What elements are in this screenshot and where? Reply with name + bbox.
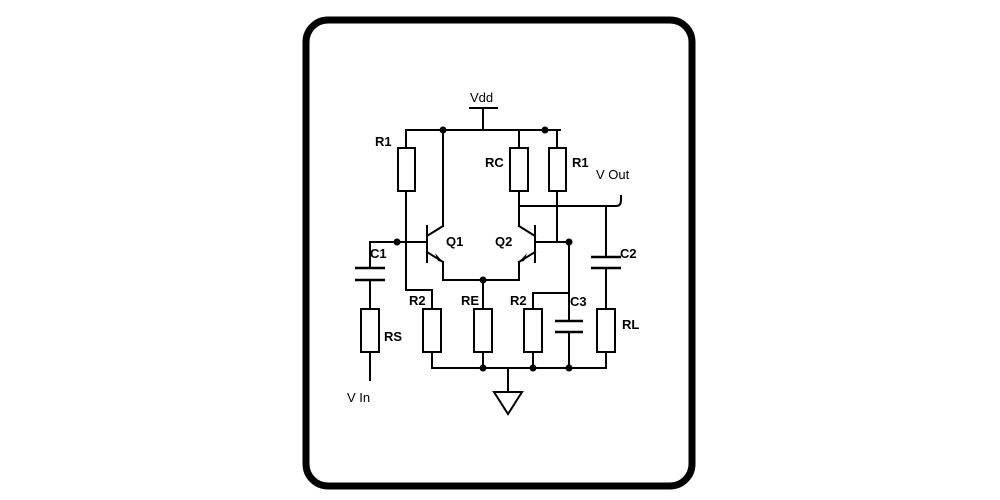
transistor-q2 [517, 224, 537, 281]
label-vout: V Out [596, 167, 630, 182]
vdd-terminal [469, 107, 498, 131]
resistor-r1-right [548, 129, 567, 243]
resistor-r1-left [397, 129, 416, 243]
label-rs: RS [384, 329, 402, 344]
junction-dot [393, 238, 401, 246]
resistor-rl [596, 308, 616, 369]
junction-dot [529, 364, 537, 372]
junction-dot [479, 364, 487, 372]
label-re: RE [461, 293, 479, 308]
diagram-frame [302, 16, 696, 490]
label-r1-left: R1 [375, 134, 392, 149]
label-vdd: Vdd [470, 90, 493, 105]
junction-dot [541, 126, 549, 134]
label-r1-right: R1 [572, 155, 589, 170]
ground-icon [492, 367, 524, 416]
capacitor-c1 [355, 241, 385, 310]
label-c2: C2 [620, 246, 637, 261]
resistor-r2-right [523, 241, 570, 369]
label-q1: Q1 [446, 234, 463, 249]
label-rc: RC [485, 155, 504, 170]
label-c3: C3 [570, 294, 587, 309]
label-q2: Q2 [495, 234, 512, 249]
resistor-rs [360, 308, 380, 381]
label-c1: C1 [370, 246, 387, 261]
resistor-re [473, 279, 493, 369]
label-vin: V In [347, 390, 370, 405]
transistor-q1 [425, 224, 445, 281]
capacitor-c3 [555, 292, 583, 369]
label-r2-left: R2 [409, 293, 426, 308]
label-r2-right: R2 [510, 293, 527, 308]
label-rl: RL [622, 317, 639, 332]
resistor-r2-left [405, 241, 442, 369]
output-node-wire [518, 195, 622, 258]
junction-dot [565, 364, 573, 372]
resistor-rc [509, 129, 529, 227]
capacitor-c2 [591, 255, 621, 310]
